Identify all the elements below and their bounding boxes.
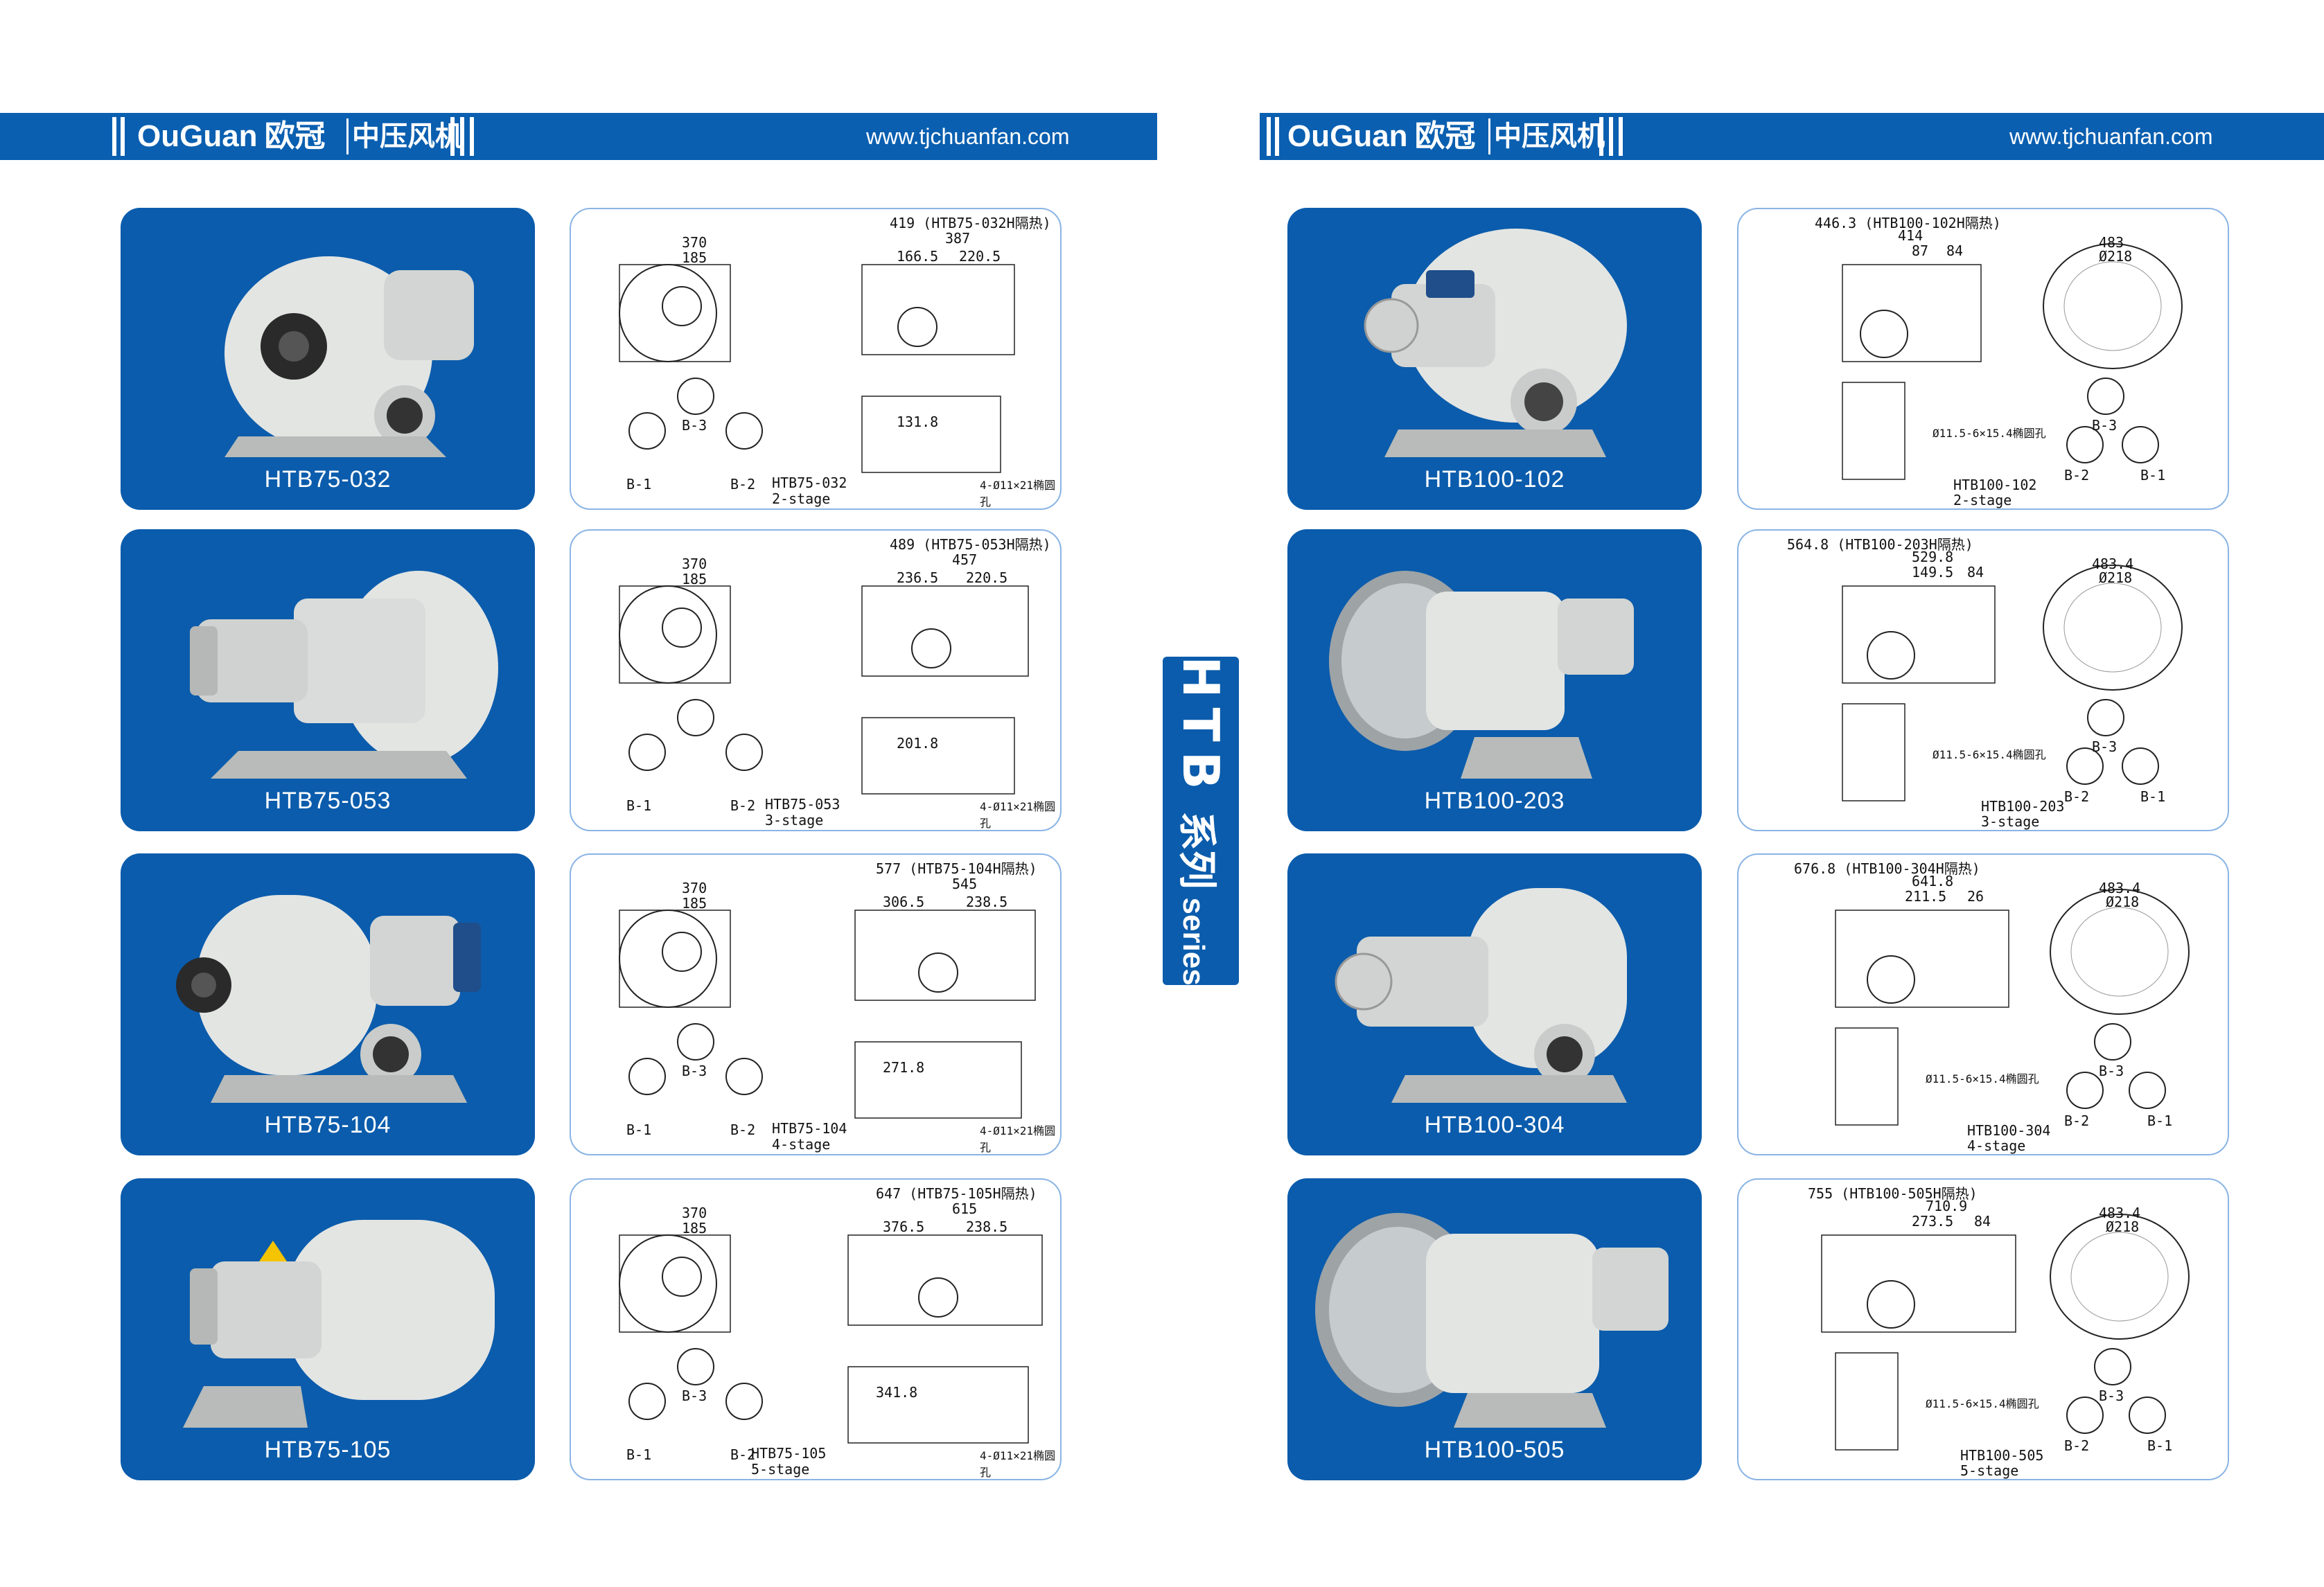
drawing-stage: 5-stage [751, 1461, 810, 1478]
blower-image [1315, 1213, 1669, 1428]
brand-cn: 欧冠 [1414, 119, 1476, 153]
product-photo-htb75-104: HTB75-104 [121, 853, 535, 1155]
series-tab: HTB系列series [1163, 656, 1239, 986]
drawing-model: HTB75-053 [765, 796, 840, 813]
header-bar [460, 117, 464, 156]
header-bar [1619, 117, 1623, 156]
drawing-model: HTB75-032 [772, 475, 847, 491]
drawing-lines [619, 585, 1029, 795]
model-caption: HTB75-032 [264, 466, 391, 493]
technical-drawing-htb75-053: 489 (HTB75-053H隔热) 457 236.5 220.5 370 1… [570, 529, 1062, 831]
drawing-model: HTB100-505 [1960, 1447, 2044, 1464]
drawing-lines [1835, 889, 2190, 1126]
drawing-lines [619, 910, 1036, 1119]
technical-drawing-htb75-032: 419 (HTB75-032H隔热) 387 166.5 220.5 370 1… [570, 208, 1062, 510]
drawing-model: HTB100-304 [1967, 1122, 2051, 1139]
drawing-stage: 2-stage [1953, 492, 2012, 508]
drawing-stage: 3-stage [765, 812, 824, 828]
brand-en: OuGuan [1287, 119, 1408, 153]
blower-image [176, 895, 481, 1103]
header-bar [470, 117, 474, 156]
model-caption: HTB75-105 [264, 1437, 391, 1463]
drawing-stage: 4-stage [772, 1136, 831, 1153]
model-caption: HTB100-102 [1424, 466, 1565, 493]
drawing-model: HTB75-105 [751, 1445, 827, 1462]
drawing-stage: 2-stage [772, 490, 831, 507]
product-photo-htb75-032: HTB75-032 [121, 208, 535, 510]
model-caption: HTB100-304 [1424, 1112, 1565, 1138]
drawing-stage: 5-stage [1960, 1462, 2019, 1479]
drawing-lines [1842, 243, 2183, 480]
header-bar [1267, 117, 1271, 156]
technical-drawing-htb100-304: 676.8 (HTB100-304H隔热) 641.8 211.5 26 483… [1737, 853, 2229, 1155]
drawing-stage: 4-stage [1967, 1137, 2026, 1154]
drawing-model: HTB75-104 [772, 1120, 847, 1137]
blower-image [183, 1220, 495, 1428]
blower-image [190, 571, 498, 779]
drawing-lines [619, 264, 1015, 473]
product-photo-htb100-304: HTB100-304 [1287, 853, 1702, 1155]
drawing-model: HTB100-203 [1981, 798, 2065, 815]
header-subtitle: 中压风机 [352, 121, 463, 152]
drawing-stage: 3-stage [1981, 813, 2040, 830]
header-url[interactable]: www.tjchuanfan.com [866, 124, 1070, 149]
product-photo-htb100-505: HTB100-505 [1287, 1178, 1702, 1480]
brand-cn: 欧冠 [264, 119, 326, 153]
model-caption: HTB100-505 [1424, 1437, 1565, 1463]
header-bar [1609, 117, 1613, 156]
technical-drawing-htb75-104: 577 (HTB75-104H隔热) 545 306.5 238.5 370 1… [570, 853, 1062, 1155]
series-label: HTB系列series [1172, 656, 1230, 986]
brand-en: OuGuan [137, 119, 258, 153]
blower-image [1329, 571, 1634, 779]
header-bar [121, 117, 125, 156]
header-bar [112, 117, 116, 156]
header-subtitle: 中压风机 [1494, 121, 1605, 152]
header-url[interactable]: www.tjchuanfan.com [2009, 124, 2213, 149]
header-bar [1275, 117, 1279, 156]
header-divider [1488, 118, 1490, 154]
product-photo-htb75-053: HTB75-053 [121, 529, 535, 831]
drawing-lines [1842, 565, 2183, 801]
header-bar [1599, 117, 1603, 156]
technical-drawing-htb100-203: 564.8 (HTB100-203H隔热) 529.8 149.5 84 483… [1737, 529, 2229, 831]
product-photo-htb75-105: HTB75-105 [121, 1178, 535, 1480]
product-photo-htb100-102: HTB100-102 [1287, 208, 1702, 510]
technical-drawing-htb100-505: 755 (HTB100-505H隔热) 710.9 273.5 84 483.4… [1737, 1178, 2229, 1480]
product-photo-htb100-203: HTB100-203 [1287, 529, 1702, 831]
model-caption: HTB100-203 [1424, 788, 1565, 814]
blower-image [1364, 229, 1627, 457]
model-caption: HTB75-104 [264, 1112, 391, 1138]
blower-image [225, 256, 474, 457]
blower-image [1335, 888, 1627, 1103]
drawing-lines [1821, 1214, 2190, 1451]
header-divider [346, 118, 349, 154]
technical-drawing-htb75-105: 647 (HTB75-105H隔热) 615 376.5 238.5 370 1… [570, 1178, 1062, 1480]
drawing-model: HTB100-102 [1953, 477, 2037, 493]
model-caption: HTB75-053 [264, 788, 391, 814]
header-bar [450, 117, 455, 156]
drawing-lines [619, 1234, 1043, 1444]
technical-drawing-htb100-102: 446.3 (HTB100-102H隔热) 414 87 84 483 Ø218… [1737, 208, 2229, 510]
